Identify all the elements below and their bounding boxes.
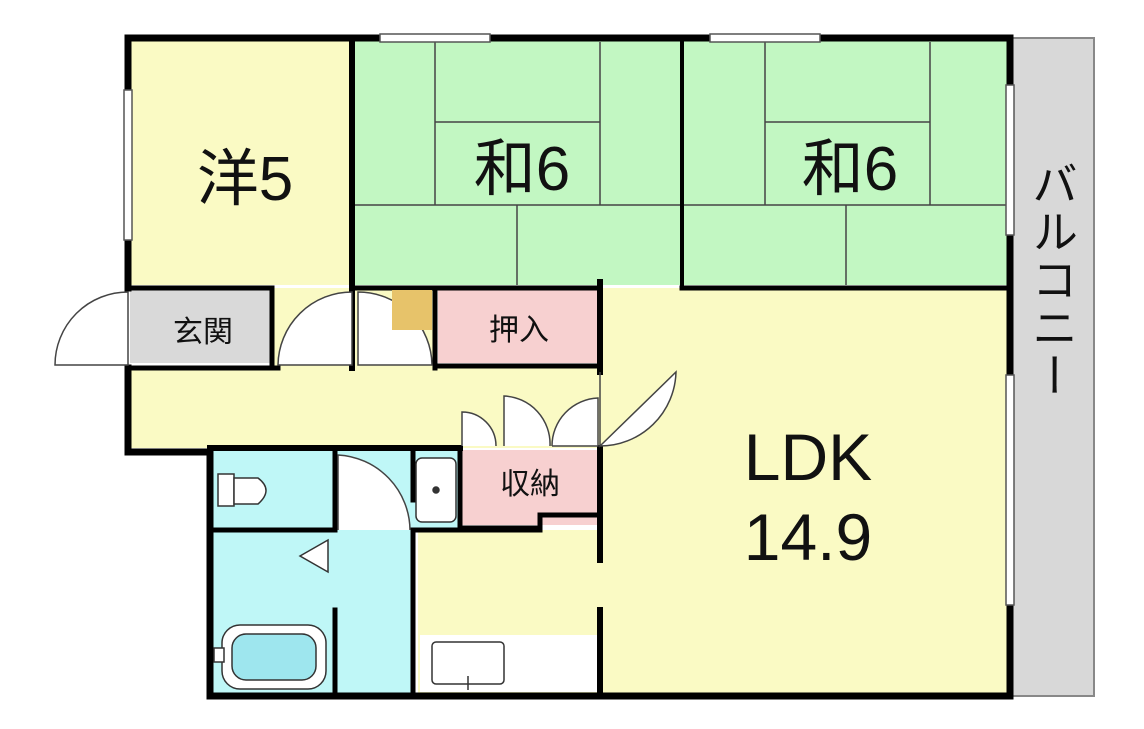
japanese-room-1-label: 和6 <box>474 135 570 204</box>
hall-step <box>392 290 432 330</box>
western-room-floor <box>130 40 352 285</box>
tatami-lines <box>355 42 1008 285</box>
washbasin-icon <box>415 457 457 523</box>
entrance-label: 玄関 <box>173 316 233 349</box>
western-room-label: 洋5 <box>197 145 293 214</box>
ldk-floor <box>600 288 1008 694</box>
balcony-area <box>1009 37 1095 697</box>
closet-label: 押入 <box>489 314 549 347</box>
kitchen-sink-icon <box>431 641 505 690</box>
entrance-floor <box>130 288 270 363</box>
vent-icon <box>298 538 329 574</box>
ldk-name-label: LDK <box>744 420 872 494</box>
balcony-label: バルコニー <box>1026 160 1078 400</box>
storage-label: 収納 <box>500 468 560 501</box>
ldk-size-label: 14.9 <box>744 500 872 574</box>
door-swing-icon <box>54 291 677 531</box>
bathtub-icon <box>213 624 327 690</box>
japanese-room-2-label: 和6 <box>802 135 898 204</box>
window-icon <box>123 33 1015 606</box>
closet-floor <box>438 288 600 363</box>
toilet-icon <box>217 473 267 507</box>
